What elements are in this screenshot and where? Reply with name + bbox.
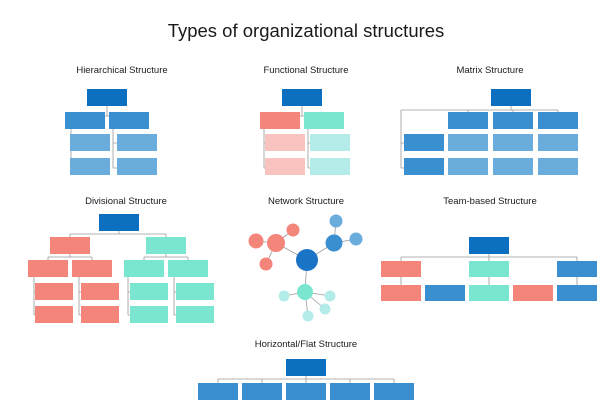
- divisional-unit-box: [28, 260, 68, 277]
- functional-department-box: [304, 112, 344, 129]
- team-based-caption: Team-based Structure: [443, 196, 536, 207]
- divisional-top-box: [99, 214, 139, 231]
- functional-staff-box: [265, 134, 305, 151]
- hierarchical-top-box: [87, 89, 127, 106]
- team-based-lead-box: [381, 261, 421, 277]
- matrix-cell-box: [448, 134, 488, 151]
- horizontal-flat-member-box: [330, 383, 370, 400]
- divisional-unit-box: [124, 260, 164, 277]
- functional-structure: Functional Structure: [260, 65, 350, 175]
- divisional-structure: Divisional Structure: [28, 196, 214, 323]
- network-node: [329, 214, 343, 228]
- horizontal-flat-caption: Horizontal/Flat Structure: [255, 339, 357, 350]
- team-based-member-box: [513, 285, 553, 301]
- hierarchical-staff-box: [70, 158, 110, 175]
- matrix-structure: Matrix Structure: [400, 65, 578, 175]
- functional-staff-box: [310, 134, 350, 151]
- horizontal-flat-top-box: [286, 359, 326, 376]
- team-based-top-box: [469, 237, 509, 254]
- divisional-division-box: [50, 237, 90, 254]
- horizontal-flat-connectors: [217, 376, 395, 383]
- page-title: Types of organizational structures: [168, 20, 445, 41]
- team-based-connectors: [400, 254, 578, 285]
- hierarchical-manager-box: [65, 112, 105, 129]
- matrix-project-box: [404, 158, 444, 175]
- hierarchical-staff-box: [70, 134, 110, 151]
- divisional-staff-box: [176, 306, 214, 323]
- matrix-function-box: [538, 112, 578, 129]
- matrix-connectors: [400, 106, 559, 169]
- network-node: [267, 234, 285, 252]
- divisional-connectors: [33, 231, 189, 316]
- divisional-staff-box: [130, 283, 168, 300]
- divisional-staff-box: [81, 283, 119, 300]
- functional-top-box: [282, 89, 322, 106]
- divisional-caption: Divisional Structure: [85, 196, 167, 207]
- divisional-staff-box: [35, 283, 73, 300]
- network-node: [324, 290, 336, 302]
- horizontal-flat-member-box: [198, 383, 238, 400]
- network-hub-node: [296, 249, 318, 271]
- divisional-staff-box: [176, 283, 214, 300]
- divisional-unit-box: [72, 260, 112, 277]
- matrix-project-box: [404, 134, 444, 151]
- network-node: [278, 290, 290, 302]
- functional-department-box: [260, 112, 300, 129]
- matrix-function-box: [448, 112, 488, 129]
- hierarchical-caption: Hierarchical Structure: [76, 65, 167, 76]
- divisional-staff-box: [35, 306, 73, 323]
- matrix-cell-box: [493, 158, 533, 175]
- network-node: [302, 310, 314, 322]
- team-based-member-box: [381, 285, 421, 301]
- hierarchical-staff-box: [117, 158, 157, 175]
- network-node: [259, 257, 273, 271]
- network-node: [286, 223, 300, 237]
- network-node: [325, 234, 343, 252]
- team-based-lead-box: [557, 261, 597, 277]
- divisional-division-box: [146, 237, 186, 254]
- team-based-member-box: [425, 285, 465, 301]
- network-node: [319, 303, 331, 315]
- divisional-staff-box: [130, 306, 168, 323]
- divisional-staff-box: [81, 306, 119, 323]
- hierarchical-structure: Hierarchical Structure: [65, 65, 168, 175]
- horizontal-flat-member-box: [286, 383, 326, 400]
- network-caption: Network Structure: [268, 196, 344, 207]
- matrix-top-box: [491, 89, 531, 106]
- functional-staff-box: [265, 158, 305, 175]
- divisional-unit-box: [168, 260, 208, 277]
- team-based-member-box: [469, 285, 509, 301]
- matrix-function-box: [493, 112, 533, 129]
- matrix-cell-box: [538, 158, 578, 175]
- functional-staff-box: [310, 158, 350, 175]
- horizontal-flat-member-box: [374, 383, 414, 400]
- hierarchical-manager-box: [109, 112, 149, 129]
- team-based-structure: Team-based Structure: [381, 196, 597, 301]
- network-links: [255, 220, 357, 317]
- hierarchical-staff-box: [117, 134, 157, 151]
- network-node: [349, 232, 363, 246]
- network-node: [248, 233, 264, 249]
- network-structure: Network Structure: [248, 196, 363, 322]
- team-based-lead-box: [469, 261, 509, 277]
- matrix-cell-box: [448, 158, 488, 175]
- team-based-member-box: [557, 285, 597, 301]
- horizontal-flat-member-box: [242, 383, 282, 400]
- horizontal-flat-structure: Horizontal/Flat Structure: [198, 339, 414, 400]
- matrix-cell-box: [493, 134, 533, 151]
- functional-caption: Functional Structure: [263, 65, 348, 76]
- network-node: [297, 284, 313, 300]
- matrix-cell-box: [538, 134, 578, 151]
- matrix-caption: Matrix Structure: [456, 65, 523, 76]
